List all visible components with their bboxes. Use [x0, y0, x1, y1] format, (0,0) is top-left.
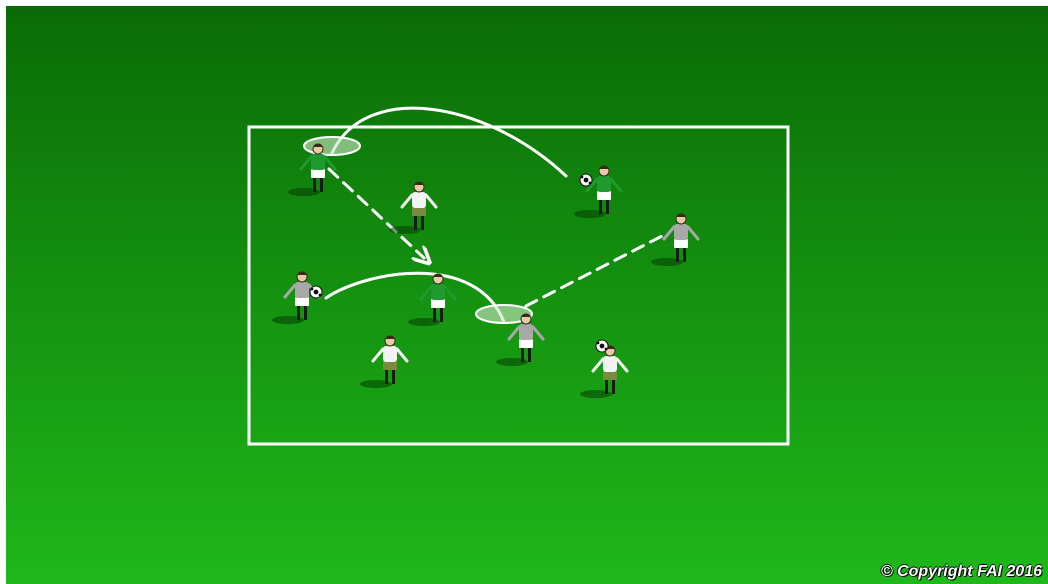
training-pitch-diagram [6, 6, 1048, 584]
soccer-ball-icon [310, 286, 322, 298]
grass-background [6, 6, 1048, 584]
soccer-ball-icon [596, 340, 608, 352]
highlight-ellipse-top-left [304, 137, 360, 155]
copyright-label: © Copyright FAI 2016 [881, 563, 1042, 581]
soccer-ball-icon [580, 174, 592, 186]
